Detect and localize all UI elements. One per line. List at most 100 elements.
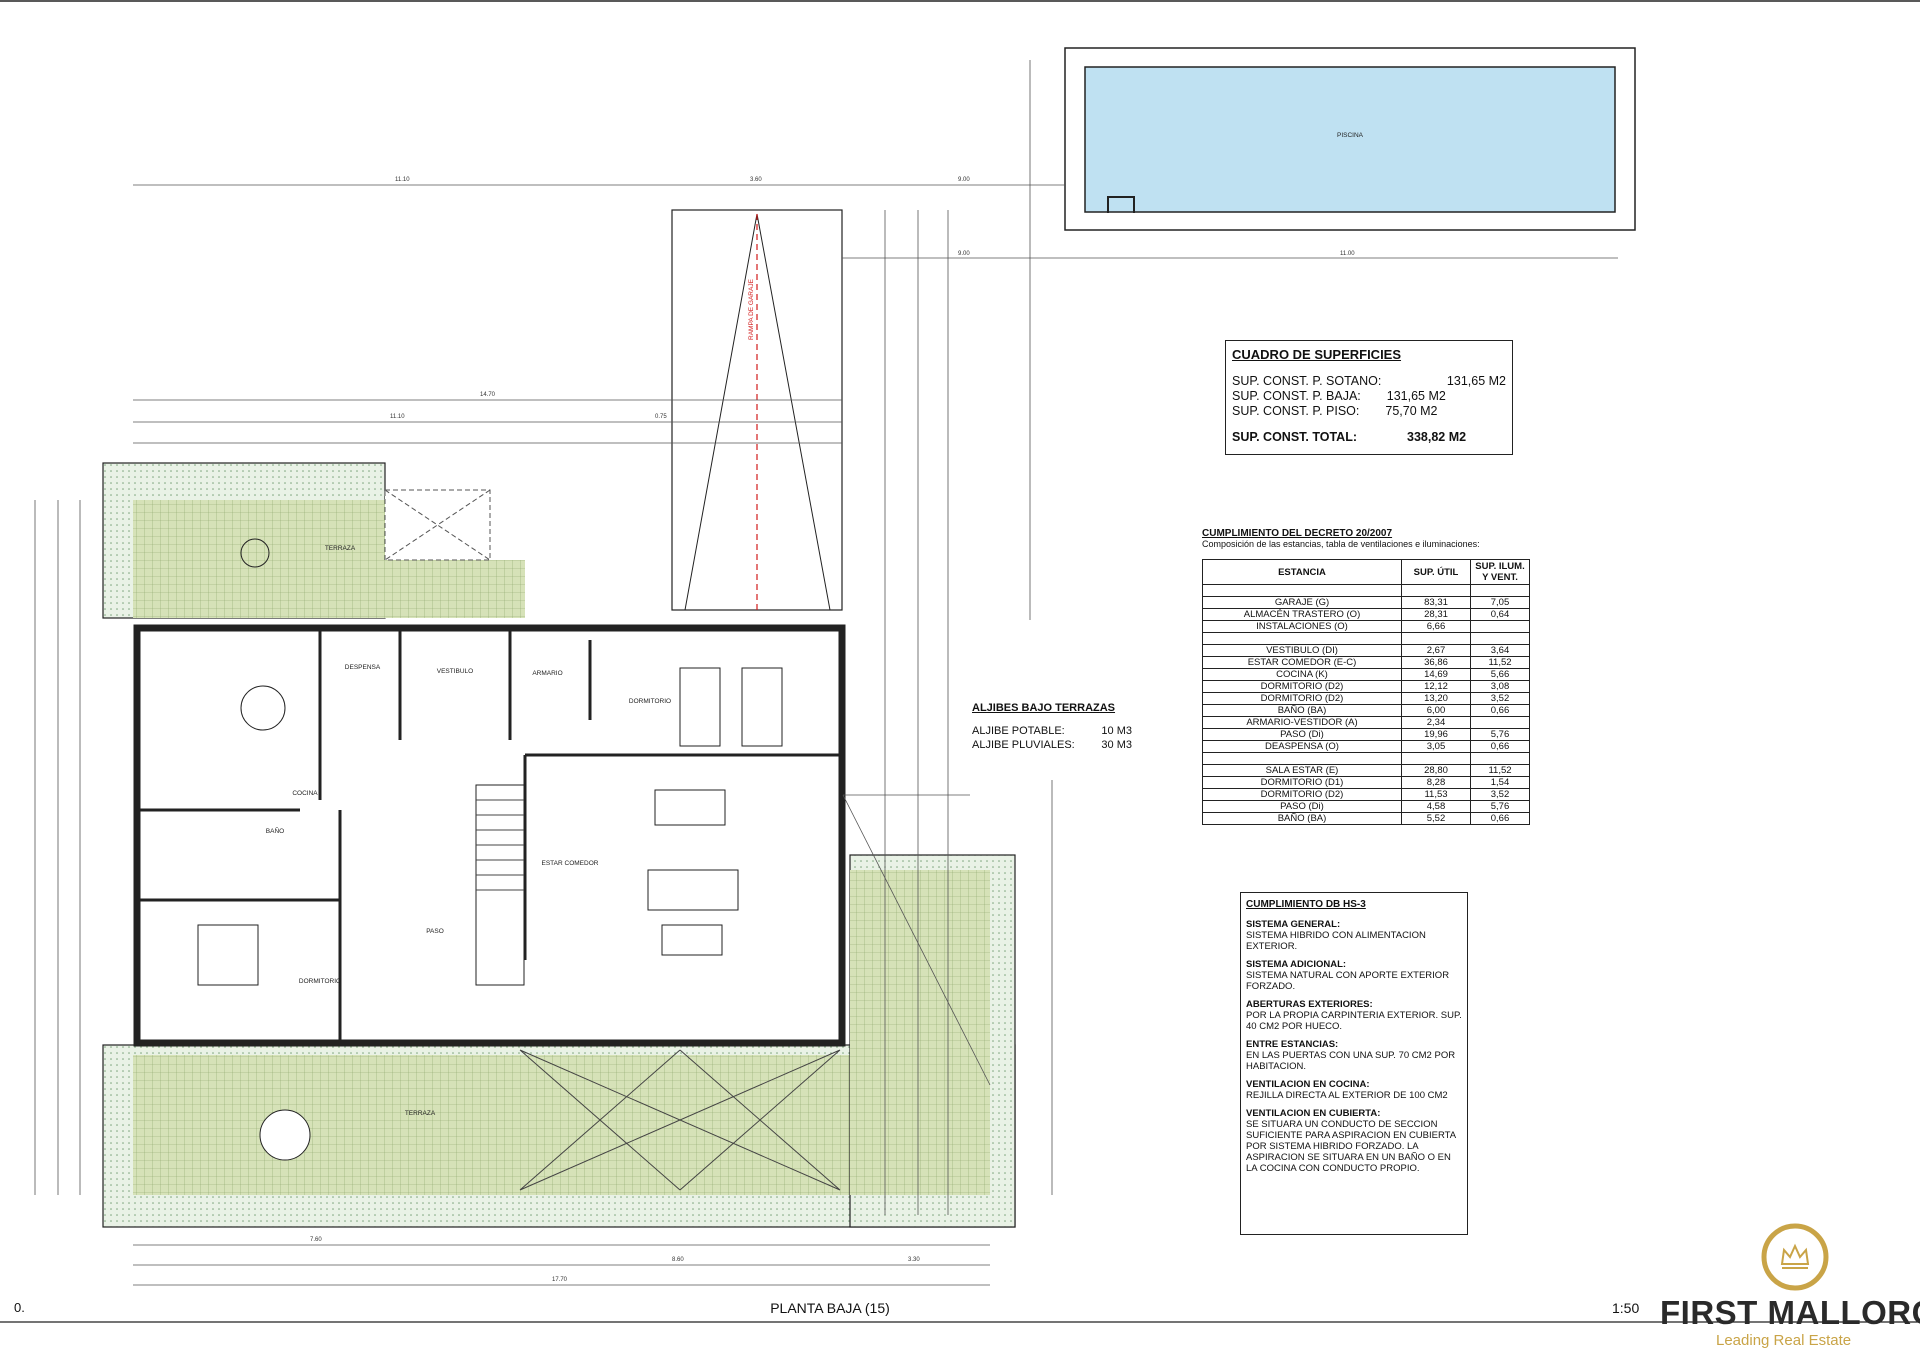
hs3-title: CUMPLIMIENTO DB HS-3 <box>1246 899 1366 910</box>
decree-cell-room: BAÑO (BA) <box>1202 704 1402 717</box>
decree-cell-area: 2,67 <box>1401 644 1471 657</box>
hs3-text: SISTEMA HIBRIDO CON ALIMENTACION EXTERIO… <box>1246 930 1426 952</box>
dim-bottom-2: 8.60 <box>672 1257 684 1263</box>
hs3-section: SISTEMA ADICIONAL:SISTEMA NATURAL CON AP… <box>1246 959 1462 992</box>
decree-cell-room: DORMITORIO (D1) <box>1202 776 1402 789</box>
decree-cell-room: PASO (Di) <box>1202 800 1402 813</box>
house-walls <box>133 624 846 1047</box>
decree-cell-vent: 7,05 <box>1470 596 1530 609</box>
hs3-heading: SISTEMA ADICIONAL: <box>1246 959 1347 970</box>
decree-cell-area: 3,05 <box>1401 740 1471 753</box>
aljibes-section: ALJIBES BAJO TERRAZAS ALJIBE POTABLE:10 … <box>972 702 1132 752</box>
room-label-despensa: DESPENSA <box>344 664 381 671</box>
areas-table: CUADRO DE SUPERFICIES SUP. CONST. P. SOT… <box>1225 340 1513 455</box>
decree-cell-vent <box>1470 716 1530 729</box>
brand-logo: FIRST MALLORCA Leading Real Estate <box>1660 1222 1920 1352</box>
decree-row: INSTALACIONES (O)6,66 <box>1202 620 1530 633</box>
room-label-dormitorio-west: DORMITORIO <box>298 978 342 985</box>
decree-cell-vent: 11,52 <box>1470 656 1530 669</box>
decree-cell-room: INSTALACIONES (O) <box>1202 620 1402 633</box>
decree-cell-area: 6,66 <box>1401 620 1471 633</box>
decree-cell-area: 4,58 <box>1401 800 1471 813</box>
room-label-ramp: RAMPA DE GARAJE <box>748 279 755 341</box>
decree-cell-vent: 11,52 <box>1470 764 1530 777</box>
decree-cell-vent: 3,52 <box>1470 692 1530 705</box>
decree-cell-vent <box>1470 752 1530 765</box>
decree-cell-area: 28,31 <box>1401 608 1471 621</box>
hs3-text: SE SITUARA UN CONDUCTO DE SECCION SUFICI… <box>1246 1119 1456 1174</box>
brand-tagline: Leading Real Estate <box>1716 1332 1852 1349</box>
decree-cell-area <box>1401 752 1471 765</box>
decree-header: SUP. ILUM. Y VENT. <box>1470 559 1530 585</box>
decree-cell-area <box>1401 632 1471 645</box>
room-label-paso: PASO <box>426 928 444 935</box>
room-label-terrace-south: TERRAZA <box>404 1110 436 1117</box>
areas-row-label: SUP. CONST. P. PISO: <box>1232 404 1360 418</box>
hs3-text: EN LAS PUERTAS CON UNA SUP. 70 CM2 POR H… <box>1246 1050 1456 1072</box>
decree-cell-room <box>1202 632 1402 645</box>
decree-cell-vent: 5,76 <box>1470 728 1530 741</box>
dim-pool-2: 11.00 <box>1340 251 1355 257</box>
decree-cell-area: 83,31 <box>1401 596 1471 609</box>
aljibe-value: 30 M3 <box>1101 739 1132 751</box>
decree-cell-area: 5,52 <box>1401 812 1471 825</box>
dim-top-2: 3.60 <box>750 177 762 183</box>
areas-row-value: 75,70 M2 <box>1385 404 1438 418</box>
decree-cell-area: 11,53 <box>1401 788 1471 801</box>
pool <box>1064 47 1636 231</box>
areas-total-label: SUP. CONST. TOTAL: <box>1232 430 1358 444</box>
hs3-section: VENTILACION EN CUBIERTA:SE SITUARA UN CO… <box>1246 1108 1462 1174</box>
decree-cell-room: DEASPENSA (O) <box>1202 740 1402 753</box>
aljibe-label: ALJIBE POTABLE: <box>972 725 1065 737</box>
dim-top-3: 9.00 <box>958 177 970 183</box>
areas-title: CUADRO DE SUPERFICIES <box>1232 347 1402 362</box>
decree-row <box>1202 632 1530 645</box>
decree-title: CUMPLIMIENTO DEL DECRETO 20/2007 <box>1202 528 1393 539</box>
hs3-section: VENTILACION EN COCINA:REJILLA DIRECTA AL… <box>1246 1079 1462 1101</box>
crown-seal-icon <box>1761 1223 1829 1291</box>
decree-cell-area: 12,12 <box>1401 680 1471 693</box>
room-label-bano: BAÑO <box>265 828 285 835</box>
decree-cell-vent <box>1470 632 1530 645</box>
decree-cell-room: PASO (Di) <box>1202 728 1402 741</box>
hs3-text: POR LA PROPIA CARPINTERIA EXTERIOR. SUP.… <box>1246 1010 1462 1032</box>
areas-total-value: 338,82 M2 <box>1407 430 1467 444</box>
dim-top-1: 11.10 <box>395 177 410 183</box>
decree-row: ARMARIO-VESTIDOR (A)2,34 <box>1202 716 1530 729</box>
decree-cell-room: DORMITORIO (D2) <box>1202 788 1402 801</box>
decree-cell-area: 8,28 <box>1401 776 1471 789</box>
areas-row-label: SUP. CONST. P. SOTANO: <box>1232 374 1382 388</box>
decree-cell-vent <box>1470 620 1530 633</box>
dim-bottom-4: 17.70 <box>552 1277 568 1283</box>
hs3-text: REJILLA DIRECTA AL EXTERIOR DE 100 CM2 <box>1246 1090 1448 1101</box>
decree-header: ESTANCIA <box>1202 559 1402 585</box>
hs3-box: CUMPLIMIENTO DB HS-3 SISTEMA GENERAL:SIS… <box>1240 892 1468 1235</box>
aljibe-label: ALJIBE PLUVIALES: <box>972 739 1075 751</box>
room-label-terrace-north: TERRAZA <box>324 545 356 552</box>
decree-subtitle: Composición de las estancias, tabla de v… <box>1202 539 1480 549</box>
decree-cell-area: 14,69 <box>1401 668 1471 681</box>
hs3-heading: ABERTURAS EXTERIORES: <box>1246 999 1373 1010</box>
dimension-lines <box>34 60 1618 1286</box>
room-label-pool: PISCINA <box>1336 132 1363 139</box>
decree-cell-area: 13,20 <box>1401 692 1471 705</box>
hs3-text: SISTEMA NATURAL CON APORTE EXTERIOR FORZ… <box>1246 970 1450 992</box>
decree-table: ESTANCIA SUP. ÚTIL SUP. ILUM. Y VENT. GA… <box>1202 559 1530 825</box>
decree-cell-vent: 3,64 <box>1470 644 1530 657</box>
room-label-dormitorio-east: DORMITORIO <box>628 698 672 705</box>
decree-cell-room: COCINA (K) <box>1202 668 1402 681</box>
decree-cell-vent: 3,52 <box>1470 788 1530 801</box>
areas-row-value: 131,65 M2 <box>1386 389 1446 403</box>
decree-section: CUMPLIMIENTO DEL DECRETO 20/2007 Composi… <box>1202 528 1532 825</box>
decree-cell-room: ALMACÉN TRASTERO (O) <box>1202 608 1402 621</box>
